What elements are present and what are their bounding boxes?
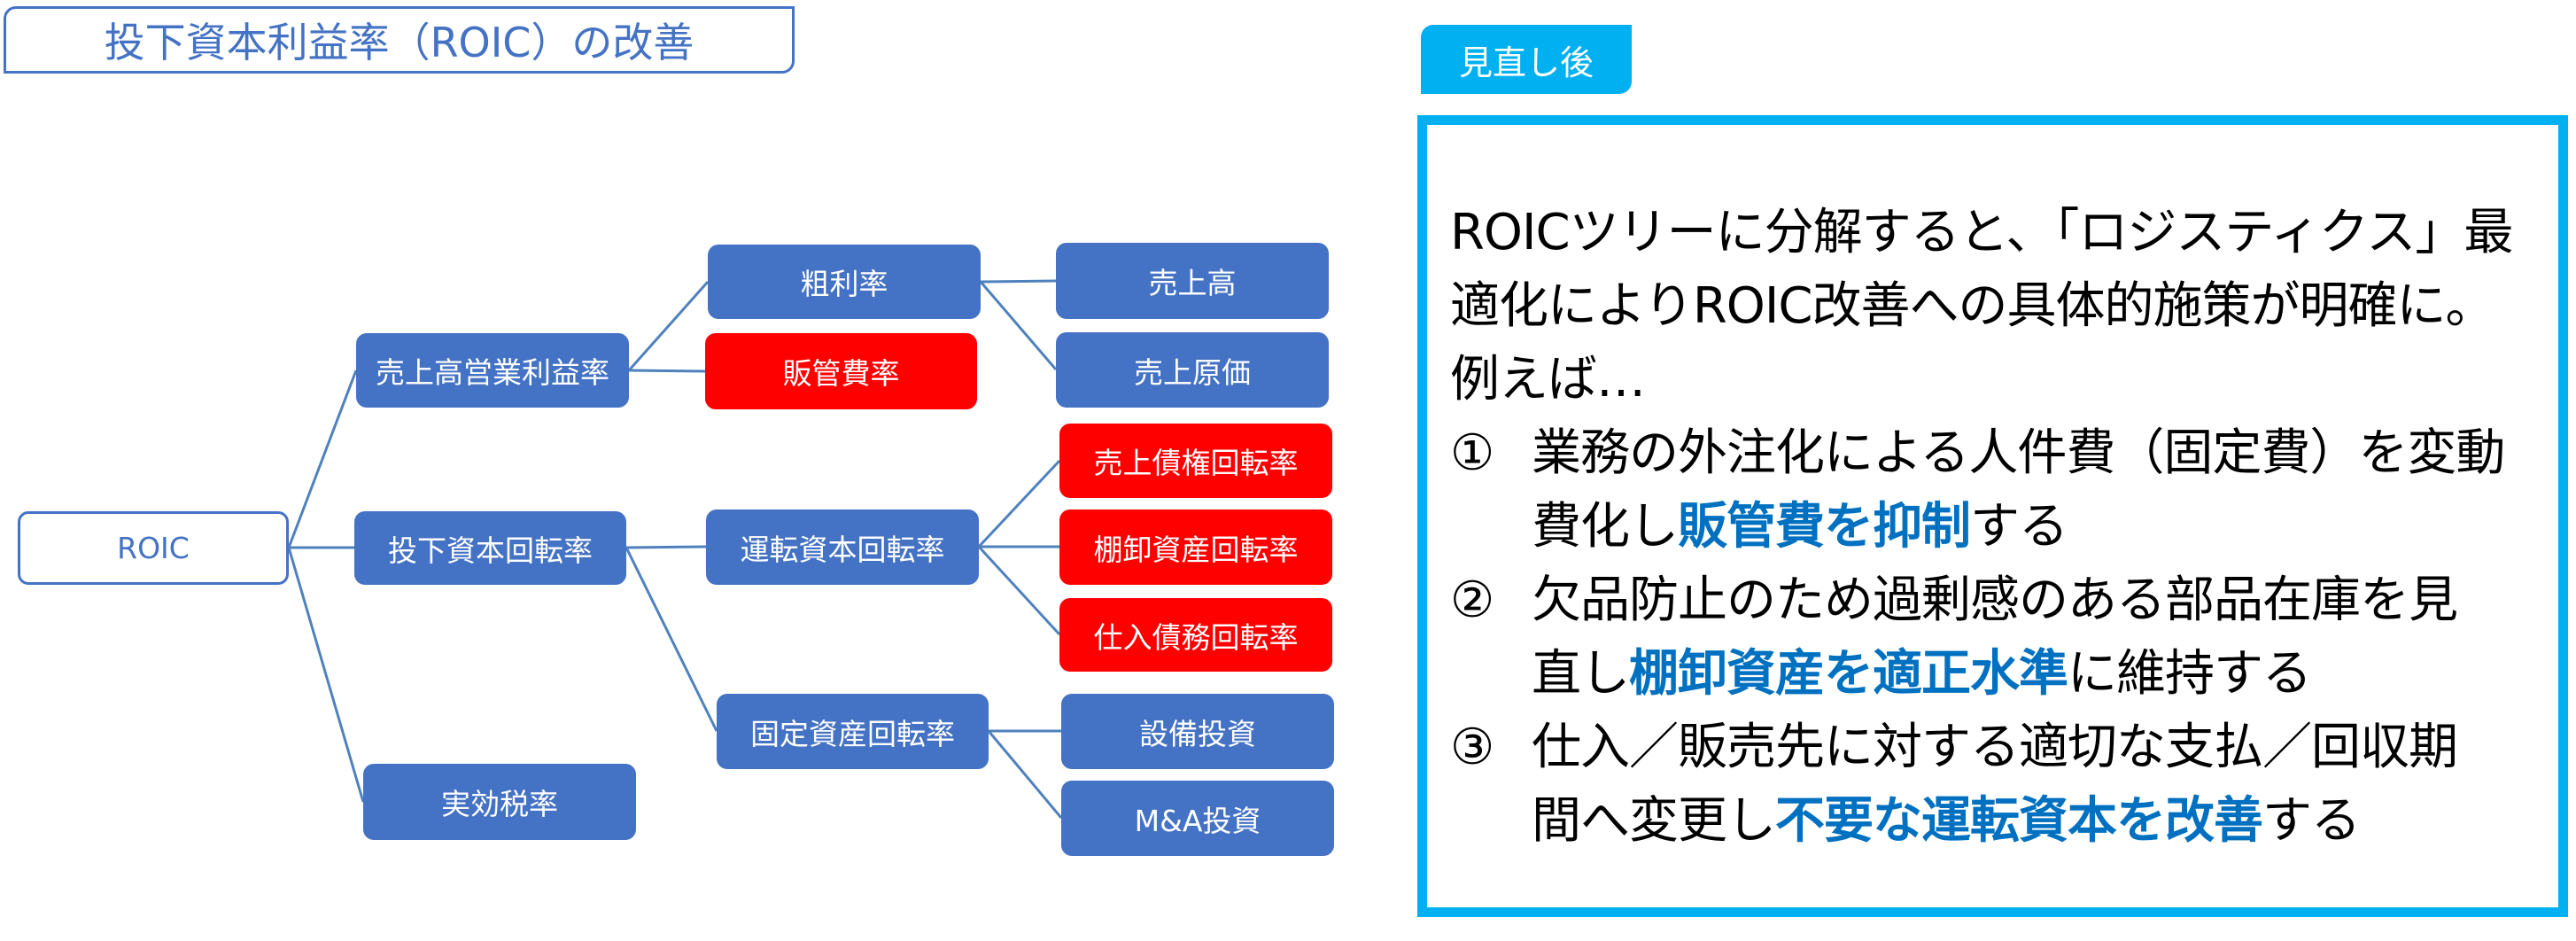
tree-node-label: 売上高営業利益率 bbox=[376, 355, 609, 390]
tree-node-roic: ROIC bbox=[18, 511, 289, 585]
item-text: 欠品防止のため過剰感のある部品在庫を見 bbox=[1532, 572, 2458, 629]
connector-operating-margin-sga bbox=[628, 369, 706, 373]
tree-node-label: 投下資本回転率 bbox=[388, 533, 593, 568]
measure-item-1-cont: 費化し販管費を抑制する bbox=[1450, 490, 2575, 564]
tree-node-ar-turnover: 売上債権回転率 bbox=[1059, 424, 1332, 498]
after-review-tag: 見直し後 bbox=[1421, 25, 1632, 94]
measure-item-3: ③ 仕入／販売先に対する適切な支払／回収期 bbox=[1450, 711, 2575, 784]
item-text: 間へ変更し bbox=[1532, 792, 1776, 850]
measure-item-2-cont: 直し棚卸資産を適正水準に維持する bbox=[1450, 637, 2575, 711]
slide-title: 投下資本利益率（ROIC）の改善 bbox=[4, 6, 795, 74]
item-text: 費化し bbox=[1532, 498, 1679, 556]
tree-node-label: M&A投資 bbox=[1134, 803, 1261, 838]
item-number: ③ bbox=[1450, 719, 1494, 776]
tree-node-wc-turnover: 運転資本回転率 bbox=[706, 509, 979, 585]
tree-node-ap-turnover: 仕入債務回転率 bbox=[1059, 598, 1332, 672]
tree-node-label: 設備投資 bbox=[1139, 716, 1256, 751]
item-highlight: 販管費を抑制 bbox=[1678, 498, 1971, 556]
tree-node-cogs: 売上原価 bbox=[1056, 332, 1329, 408]
tree-node-mna: M&A投資 bbox=[1061, 781, 1334, 856]
measure-item-3-cont: 間へ変更し不要な運転資本を改善する bbox=[1450, 784, 2575, 858]
tree-node-sales: 売上高 bbox=[1056, 243, 1329, 319]
connector-operating-margin-gross-margin bbox=[627, 281, 710, 371]
item-text: に維持する bbox=[2068, 645, 2312, 703]
tree-node-label: 売上原価 bbox=[1134, 354, 1251, 390]
after-review-tag-label: 見直し後 bbox=[1458, 43, 1594, 82]
tree-node-label: 棚卸資産回転率 bbox=[1093, 532, 1299, 567]
item-text: する bbox=[2262, 792, 2361, 850]
item-highlight: 不要な運転資本を改善 bbox=[1775, 792, 2263, 850]
item-text: 直し bbox=[1532, 645, 1630, 703]
connector-capital-turnover-fa bbox=[625, 547, 718, 732]
measure-item-1: ① 業務の外注化による人件費（固定費）を変動 bbox=[1450, 416, 2575, 490]
connector-capital-turnover-wc bbox=[625, 545, 707, 549]
connector-fa-mna bbox=[987, 730, 1063, 819]
item-text: する bbox=[1970, 498, 2068, 556]
tree-node-capital-turnover: 投下資本回転率 bbox=[354, 511, 626, 585]
item-highlight: 棚卸資産を適正水準 bbox=[1629, 645, 2068, 703]
tree-node-label: 粗利率 bbox=[800, 267, 888, 301]
connector-roic-operating-margin bbox=[287, 369, 358, 548]
tree-node-label: ROIC bbox=[117, 531, 190, 565]
tree-node-gross-margin: 粗利率 bbox=[708, 245, 981, 319]
measure-item-2: ② 欠品防止のため過剰感のある部品在庫を見 bbox=[1450, 564, 2575, 637]
tree-node-fa-turnover: 固定資産回転率 bbox=[717, 694, 989, 769]
item-number: ① bbox=[1450, 424, 1494, 482]
tree-node-tax-rate: 実効税率 bbox=[363, 764, 636, 840]
intro-line: 例えば… bbox=[1450, 351, 1646, 408]
connector-gross-margin-sales bbox=[980, 279, 1057, 284]
tree-node-operating-margin: 売上高営業利益率 bbox=[356, 333, 629, 408]
item-number: ② bbox=[1450, 572, 1494, 629]
tree-node-sga-ratio: 販管費率 bbox=[705, 333, 977, 409]
connector-wc-ar bbox=[977, 459, 1061, 548]
tree-node-label: 仕入債務回転率 bbox=[1093, 619, 1299, 655]
explanation-panel: ROICツリーに分解すると、「ロジスティクス」最 適化によりROIC改善への具体… bbox=[1417, 115, 2568, 917]
tree-node-inventory-turnover: 棚卸資産回転率 bbox=[1059, 509, 1332, 585]
explanation-text: ROICツリーに分解すると、「ロジスティクス」最 適化によりROIC改善への具体… bbox=[1450, 196, 2575, 858]
tree-node-capex: 設備投資 bbox=[1061, 694, 1334, 769]
tree-node-label: 実効税率 bbox=[441, 787, 558, 821]
tree-node-label: 運転資本回転率 bbox=[740, 532, 945, 567]
item-text: 仕入／販売先に対する適切な支払／回収期 bbox=[1532, 719, 2458, 776]
intro-line: ROICツリーに分解すると、「ロジスティクス」最 bbox=[1450, 204, 2513, 261]
tree-node-label: 売上債権回転率 bbox=[1093, 446, 1299, 480]
tree-node-label: 売上高 bbox=[1148, 266, 1237, 300]
tree-node-label: 固定資産回転率 bbox=[750, 716, 955, 751]
tree-node-label: 販管費率 bbox=[782, 356, 900, 391]
slide-title-text: 投下資本利益率（ROIC）の改善 bbox=[104, 19, 694, 66]
connector-wc-ap bbox=[977, 545, 1061, 636]
intro-line: 適化によりROIC改善への具体的施策が明確に。 bbox=[1450, 277, 2495, 335]
item-text: 業務の外注化による人件費（固定費）を変動 bbox=[1532, 424, 2505, 482]
connector-roic-tax-rate bbox=[287, 547, 365, 803]
connector-gross-margin-cogs bbox=[979, 281, 1058, 370]
